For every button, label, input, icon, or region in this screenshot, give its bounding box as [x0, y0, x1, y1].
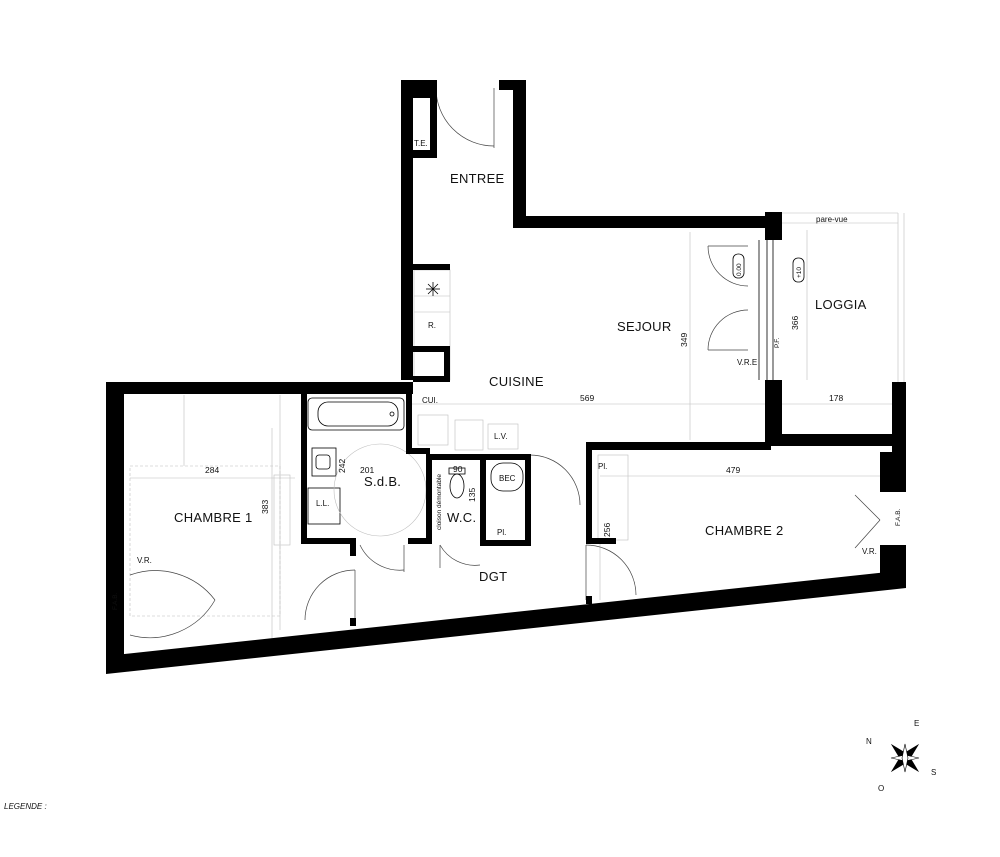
room-label-chambre2: CHAMBRE 2	[705, 523, 784, 538]
level-badge	[732, 253, 745, 279]
level-10: +10	[796, 267, 803, 278]
compass-s: S	[931, 768, 936, 777]
room-label-wc: W.C.	[447, 510, 476, 525]
dimension-201: 201	[360, 465, 374, 475]
fixture-lv: L.V.	[494, 432, 508, 441]
compass-e: E	[914, 719, 919, 728]
dimension-178: 178	[829, 393, 843, 403]
compass-rose-icon	[890, 743, 920, 773]
fixture-cui: CUI.	[422, 396, 438, 405]
fixture-vr-ch2: V.R.	[862, 547, 877, 556]
fixture-bec: BEC	[499, 474, 516, 483]
doors	[129, 87, 881, 639]
dimension-349: 349	[679, 333, 689, 347]
room-label-entree: ENTREE	[450, 171, 505, 186]
dimension-366: 366	[790, 316, 800, 330]
dimension-569: 569	[580, 393, 594, 403]
walls	[106, 80, 906, 674]
fixture-cloison: cloison démontable	[436, 474, 443, 530]
room-label-sejour: SEJOUR	[617, 319, 672, 334]
fixture-vre: V.R.E	[737, 358, 757, 367]
room-label-dgt: DGT	[479, 569, 507, 584]
dimension-90: 90	[453, 464, 463, 474]
room-label-chambre1: CHAMBRE 1	[174, 510, 253, 525]
furniture-and-guides	[129, 212, 905, 640]
fixture-fab-right: F.A.B.	[895, 508, 902, 526]
dimension-479: 479	[726, 465, 740, 475]
room-label-loggia: LOGGIA	[815, 297, 867, 312]
snowflake-icon	[426, 282, 440, 296]
room-label-sdb: S.d.B.	[364, 474, 401, 489]
fixture-pl-ch2: Pl.	[598, 462, 607, 471]
fixture-r: R.	[428, 321, 436, 330]
fixture-te: T.E.	[414, 139, 428, 148]
legend-label: LEGENDE :	[4, 802, 47, 811]
dimension-284: 284	[205, 465, 219, 475]
fixture-pare-vue: pare-vue	[816, 215, 848, 224]
fixture-vr-ch1: V.R.	[137, 556, 152, 565]
dimension-135: 135	[467, 488, 477, 502]
fixture-ll: L.L.	[316, 499, 329, 508]
level-000: 0.00	[736, 263, 743, 276]
fixture-fab-left: F.A.B.	[112, 592, 119, 610]
compass-o: O	[878, 784, 884, 793]
fixture-pf: P.F.	[774, 337, 781, 348]
level-badge	[792, 257, 805, 283]
fixture-pl-wc: Pl.	[497, 528, 506, 537]
dimension-383: 383	[260, 500, 270, 514]
dimension-242: 242	[337, 459, 347, 473]
room-label-cuisine: CUISINE	[489, 374, 544, 389]
compass-n: N	[866, 737, 872, 746]
dimension-256: 256	[602, 523, 612, 537]
